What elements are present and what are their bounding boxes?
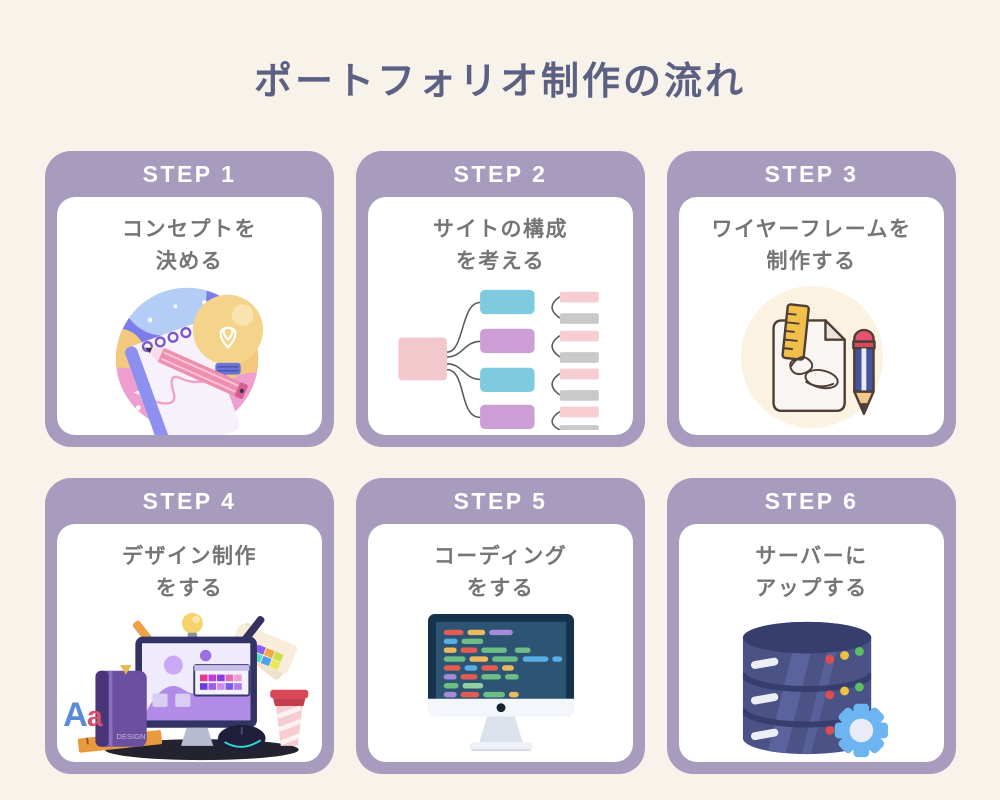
step-5-caption: コーディング をする <box>434 541 568 605</box>
step-2-caption-line1: サイトの構成 <box>433 218 568 241</box>
step-2-caption: サイトの構成 を考える <box>433 214 568 278</box>
step-3-caption-line2: 制作する <box>766 250 857 273</box>
step-6-panel: サーバーに アップする <box>679 524 944 762</box>
svg-text:a: a <box>87 701 104 733</box>
design-workspace-icon: DESIGN A a <box>57 605 322 762</box>
svg-text:A: A <box>63 696 88 734</box>
step-card-6: STEP 6 サーバーに アップする <box>667 478 956 774</box>
server-database-gear-icon <box>679 605 944 762</box>
step-card-1: STEP 1 コンセプトを 決める <box>45 151 334 447</box>
step-card-4: STEP 4 デザイン制作 をする <box>45 478 334 774</box>
page-title: ポートフォリオ制作の流れ <box>253 61 746 103</box>
step-1-panel: コンセプトを 決める <box>57 197 322 435</box>
step-3-caption: ワイヤーフレームを 制作する <box>712 214 912 278</box>
step-2-panel: サイトの構成 を考える <box>368 197 633 435</box>
step-1-caption-line1: コンセプトを <box>122 218 257 241</box>
svg-text:DESIGN: DESIGN <box>116 732 145 741</box>
sitemap-diagram-icon <box>368 278 633 435</box>
step-1-caption: コンセプトを 決める <box>122 214 257 278</box>
step-6-caption-line1: サーバーに <box>755 545 868 568</box>
step-3-panel: ワイヤーフレームを 制作する <box>679 197 944 435</box>
step-5-caption-line2: をする <box>466 577 535 600</box>
notebook-pencil-lightbulb-icon <box>57 278 322 435</box>
document-ruler-pencil-icon <box>679 278 944 435</box>
steps-grid: STEP 1 コンセプトを 決める <box>45 151 956 774</box>
step-5-panel: コーディング をする <box>368 524 633 762</box>
code-monitor-icon <box>368 605 633 762</box>
step-5-label: STEP 5 <box>453 487 548 514</box>
step-6-label: STEP 6 <box>764 487 859 514</box>
step-2-caption-line2: を考える <box>455 250 546 273</box>
step-3-caption-line1: ワイヤーフレームを <box>711 218 912 241</box>
step-card-2: STEP 2 サイトの構成 を考える <box>356 151 645 447</box>
step-6-caption: サーバーに アップする <box>755 541 868 605</box>
step-6-caption-line2: アップする <box>755 577 868 600</box>
step-4-caption-line1: デザイン制作 <box>122 545 257 568</box>
step-5-caption-line1: コーディング <box>433 545 568 568</box>
step-3-label: STEP 3 <box>764 160 859 187</box>
step-4-caption-line2: をする <box>155 577 224 600</box>
step-4-panel: デザイン制作 をする <box>57 524 322 762</box>
step-card-3: STEP 3 ワイヤーフレームを 制作する <box>667 151 956 447</box>
step-card-5: STEP 5 <box>356 478 645 774</box>
step-2-label: STEP 2 <box>453 160 548 187</box>
step-1-caption-line2: 決める <box>155 250 224 273</box>
step-4-label: STEP 4 <box>142 487 237 514</box>
step-1-label: STEP 1 <box>142 160 237 187</box>
step-4-caption: デザイン制作 をする <box>122 541 257 605</box>
